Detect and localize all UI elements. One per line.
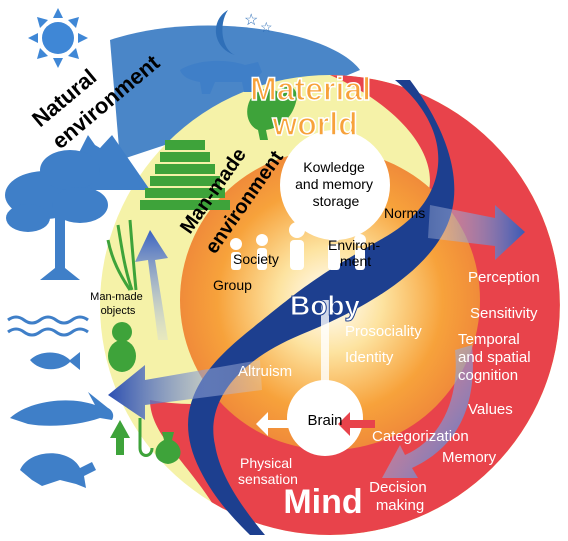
- knowledge-circle: [280, 130, 390, 240]
- man-made-objects-label: Man-made objects: [90, 291, 146, 317]
- shark-icon: [10, 392, 114, 426]
- physical-line1: Physical: [240, 455, 292, 471]
- boby-title: Boby: [290, 290, 360, 321]
- values-label: Values: [468, 401, 513, 418]
- objects-line1: Man-made: [90, 291, 143, 303]
- knowledge-label: Kowledge and memory storage: [295, 159, 377, 209]
- group-label: Group: [213, 277, 252, 293]
- arrow-down-memory: [382, 345, 473, 478]
- knowledge-line2: and memory: [295, 176, 373, 192]
- rice-plant-icon: [106, 219, 138, 291]
- knowledge-line3: storage: [313, 193, 360, 209]
- turtle-icon: [20, 453, 96, 488]
- objects-line2: objects: [101, 305, 136, 317]
- fish-icon: [30, 352, 80, 370]
- arrow-right-perception: [428, 205, 525, 260]
- jar-icon: [155, 432, 181, 464]
- brain-label: Brain: [307, 412, 342, 429]
- perception-label: Perception: [468, 269, 540, 286]
- arrow-up-left: [135, 230, 168, 340]
- categorization-label: Categorization: [372, 428, 469, 445]
- star-icon: ☆: [260, 19, 273, 35]
- society-label: Society: [233, 251, 279, 267]
- arrowhead-icon: [110, 420, 130, 455]
- brain-circle: [287, 380, 363, 456]
- temporal-line3: cognition: [458, 367, 518, 384]
- waves-icon: [7, 315, 89, 337]
- environment-label: Environ- ment: [328, 237, 384, 269]
- physical-line2: sensation: [238, 471, 298, 487]
- norms-label: Norms: [384, 205, 425, 221]
- material-world-line1: Material: [250, 71, 371, 107]
- natural-environment-region: [110, 25, 360, 160]
- prosociality-label: Prosociality: [345, 323, 422, 340]
- people-icon: [230, 222, 366, 270]
- tree-icon: [5, 150, 108, 280]
- knowledge-line1: Kowledge: [303, 159, 365, 175]
- temporal-label: Temporal and spatial cognition: [458, 331, 535, 384]
- material-world-title: Material world: [250, 71, 380, 142]
- sensitivity-label: Sensitivity: [470, 305, 538, 322]
- environment-line1: Environ-: [328, 237, 380, 253]
- altruism-label: Altruism: [238, 363, 292, 380]
- pyramid-icon: [140, 140, 230, 210]
- hook-icon: [138, 418, 154, 457]
- identity-label: Identity: [345, 349, 394, 366]
- decision-making-label: Decision making: [369, 479, 431, 514]
- tiger-icon: [180, 60, 262, 94]
- sun-icon: [28, 8, 88, 68]
- decision-line2: making: [376, 497, 424, 514]
- moon-icon: [215, 10, 235, 55]
- star-icon: ☆: [244, 12, 258, 29]
- arrow-to-brain: [338, 412, 375, 436]
- material-world-line2: world: [271, 106, 357, 142]
- arrow-from-brain: [256, 412, 290, 436]
- decision-line1: Decision: [369, 479, 427, 496]
- temporal-line1: Temporal: [458, 331, 520, 348]
- figurine-icon: [108, 322, 136, 372]
- physical-sensation-label: Physical sensation: [238, 455, 298, 487]
- memory-label: Memory: [442, 449, 497, 466]
- arrow-left-objects: [108, 360, 262, 420]
- environment-line2: ment: [340, 253, 371, 269]
- rooster-icon: [247, 86, 297, 140]
- temporal-line2: and spatial: [458, 349, 531, 366]
- mind-title: Mind: [283, 483, 362, 521]
